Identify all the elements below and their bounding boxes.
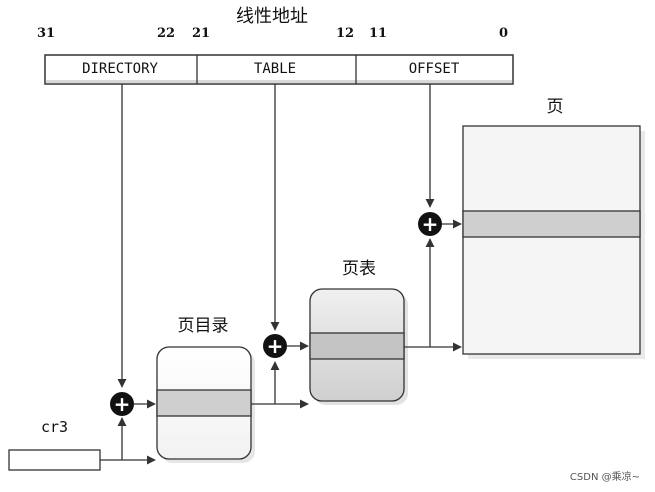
linear-address-bar <box>44 54 514 85</box>
svg-text:+: + <box>422 212 439 236</box>
bit-12-label: 12 <box>336 26 354 41</box>
directory-field: DIRECTORY <box>82 61 158 77</box>
adder-table-icon: + <box>263 334 287 358</box>
adder-directory-icon: + <box>110 392 134 416</box>
linear-address-title: 线性地址 <box>236 6 308 27</box>
bit-22-label: 22 <box>157 26 175 41</box>
svg-text:+: + <box>114 392 131 416</box>
offset-field: OFFSET <box>409 61 460 77</box>
bit-31-label: 31 <box>37 26 55 41</box>
page-label: 页 <box>547 97 564 117</box>
svg-text:+: + <box>267 334 284 358</box>
watermark: CSDN @乘凉~ <box>570 470 640 483</box>
table-field: TABLE <box>254 61 296 77</box>
cr3-register <box>8 449 101 471</box>
page-directory-label: 页目录 <box>178 316 229 336</box>
bit-0-label: 0 <box>499 26 508 41</box>
adder-offset-icon: + <box>418 212 442 236</box>
page-frame <box>462 125 645 359</box>
page-table-box <box>309 288 408 405</box>
connection-arrows <box>100 84 462 465</box>
cr3-label: cr3 <box>41 418 68 436</box>
bit-11-label: 11 <box>369 26 387 41</box>
page-table-label: 页表 <box>342 259 376 279</box>
bit-21-label: 21 <box>192 26 210 41</box>
page-directory-box <box>156 346 255 463</box>
